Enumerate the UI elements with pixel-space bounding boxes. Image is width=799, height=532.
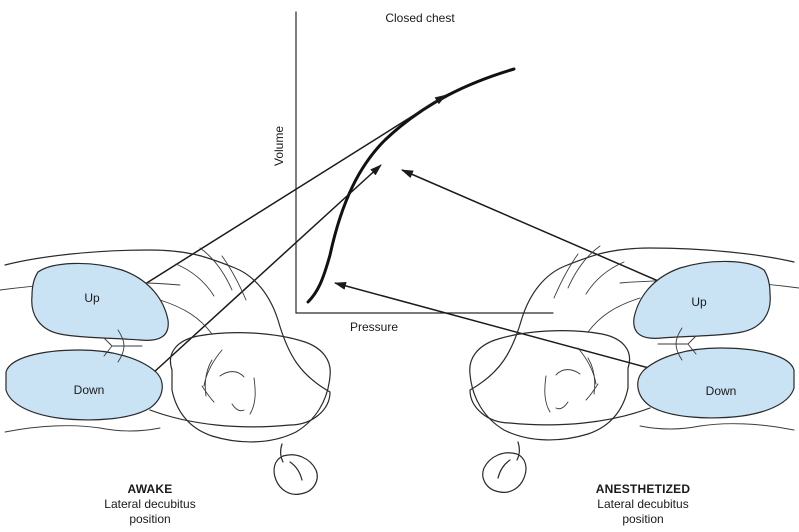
anesthetized-hand <box>483 442 526 492</box>
graph-title: Closed chest <box>385 11 455 25</box>
awake-lower-lung-label: Down <box>74 383 105 397</box>
pressure-volume-graph: Closed chest Volume Pressure <box>272 11 553 334</box>
anesthetized-caption: ANESTHETIZED Lateral decubitus position <box>596 482 691 526</box>
arrow-anesthetized-up <box>402 170 686 293</box>
awake-caption-line2: position <box>129 512 170 526</box>
anesthetized-caption-line1: Lateral decubitus <box>597 497 688 511</box>
anesthetized-caption-line2: position <box>622 512 663 526</box>
anesthetized-caption-title: ANESTHETIZED <box>596 482 691 496</box>
awake-caption: AWAKE Lateral decubitus position <box>104 482 195 526</box>
awake-caption-title: AWAKE <box>127 482 172 496</box>
awake-caption-line1: Lateral decubitus <box>104 497 195 511</box>
awake-upper-lung <box>32 263 169 340</box>
x-axis-label: Pressure <box>350 320 398 334</box>
anesthetized-patient-illustration: Up Down <box>470 246 799 492</box>
y-axis-label: Volume <box>272 126 286 166</box>
anesthetized-head <box>470 331 630 440</box>
anesthetized-arm-sketch <box>554 246 624 298</box>
awake-head <box>170 333 330 442</box>
anesthetized-lower-lung-label: Down <box>706 384 737 398</box>
awake-patient-illustration: Up Down <box>0 248 330 494</box>
compliance-curve <box>308 69 514 302</box>
anesthetized-upper-lung-label: Up <box>691 295 707 309</box>
awake-upper-lung-label: Up <box>84 291 100 305</box>
awake-face-details <box>202 350 255 414</box>
arrow-awake-up <box>126 95 446 296</box>
awake-arm-sketch <box>176 248 246 300</box>
awake-hand <box>274 444 317 494</box>
anesthetized-lower-lung <box>638 348 794 418</box>
arrow-awake-down <box>153 165 381 373</box>
anesthetized-face-details <box>545 348 598 412</box>
